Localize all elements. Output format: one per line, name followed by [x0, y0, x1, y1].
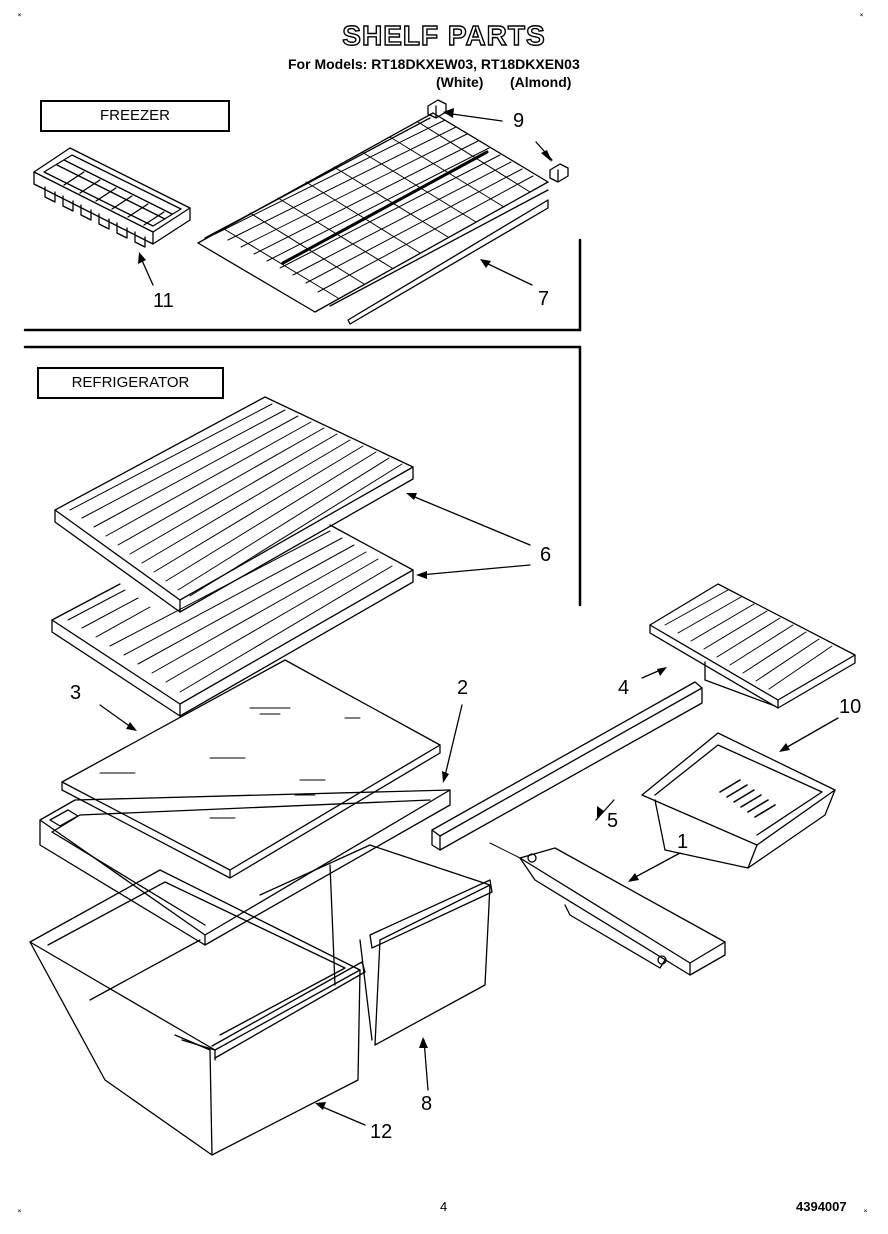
lower-shelf-wires: [67, 530, 393, 693]
leader-lines: [99, 112, 839, 1126]
ice-tray-pockets: [44, 186, 146, 248]
refrigerator-wire-shelf-part-6-lower: [51, 524, 414, 717]
page-title: SHELF PARTS: [342, 19, 546, 51]
crisper-drawer-part-12: [29, 869, 366, 1156]
leader-arrowheads: [126, 108, 790, 1110]
callout-11: 11: [153, 290, 174, 312]
page-number: 4: [440, 1199, 448, 1214]
color-white-label: (White): [436, 74, 484, 90]
shelf-support-bracket-part-1: [489, 842, 726, 976]
document-number: 4394007: [796, 1199, 847, 1214]
callout-1: 1: [677, 831, 689, 853]
glass-reflection-marks: [99, 707, 361, 819]
freezer-section-label: FREEZER: [40, 100, 230, 132]
callout-12: 12: [370, 1121, 393, 1143]
models-line: For Models: RT18DKXEW03, RT18DKXEN03: [288, 56, 580, 72]
callout-6: 6: [540, 544, 552, 566]
refrigerator-wire-shelf-part-6-upper: [54, 396, 414, 613]
color-almond-label: (Almond): [510, 74, 572, 90]
callout-5: 5: [607, 810, 619, 832]
small-shelf-wires: [664, 589, 833, 690]
refrigerator-section-frame: [23, 345, 582, 607]
divider-rail-part-5: [431, 681, 703, 851]
storage-pan-part-10: [641, 732, 836, 869]
callout-9: 9: [513, 110, 525, 132]
callout-10: 10: [839, 696, 862, 718]
glass-crisper-cover-part-3: [61, 659, 441, 879]
freezer-wire-shelf-part-7: [197, 112, 549, 325]
freezer-shelf-wires: [214, 119, 534, 299]
corner-mark-bottom-left: ˟: [18, 1208, 21, 1218]
pan-slots: [719, 779, 776, 818]
upper-shelf-wires: [69, 403, 403, 597]
crisper-drawer-part-8: [259, 844, 493, 1046]
callout-7: 7: [538, 288, 550, 310]
ice-tray-dividers: [56, 159, 173, 226]
corner-mark-top-left: ˟: [18, 12, 21, 22]
ice-cube-tray-part-11: [33, 147, 191, 248]
callout-3: 3: [70, 682, 82, 704]
callout-4: 4: [618, 677, 630, 699]
shelf-end-cap-part-9-bottom: [549, 163, 569, 183]
callout-8: 8: [421, 1093, 433, 1115]
callout-2: 2: [457, 677, 469, 699]
freezer-section-frame: [23, 238, 582, 332]
crisper-frame-part-2: [39, 789, 451, 946]
corner-mark-top-right: ˟: [860, 12, 863, 22]
corner-mark-bottom-right: ˟: [864, 1208, 867, 1218]
small-wire-shelf-part-4: [649, 583, 856, 709]
refrigerator-section-label: REFRIGERATOR: [37, 367, 224, 399]
